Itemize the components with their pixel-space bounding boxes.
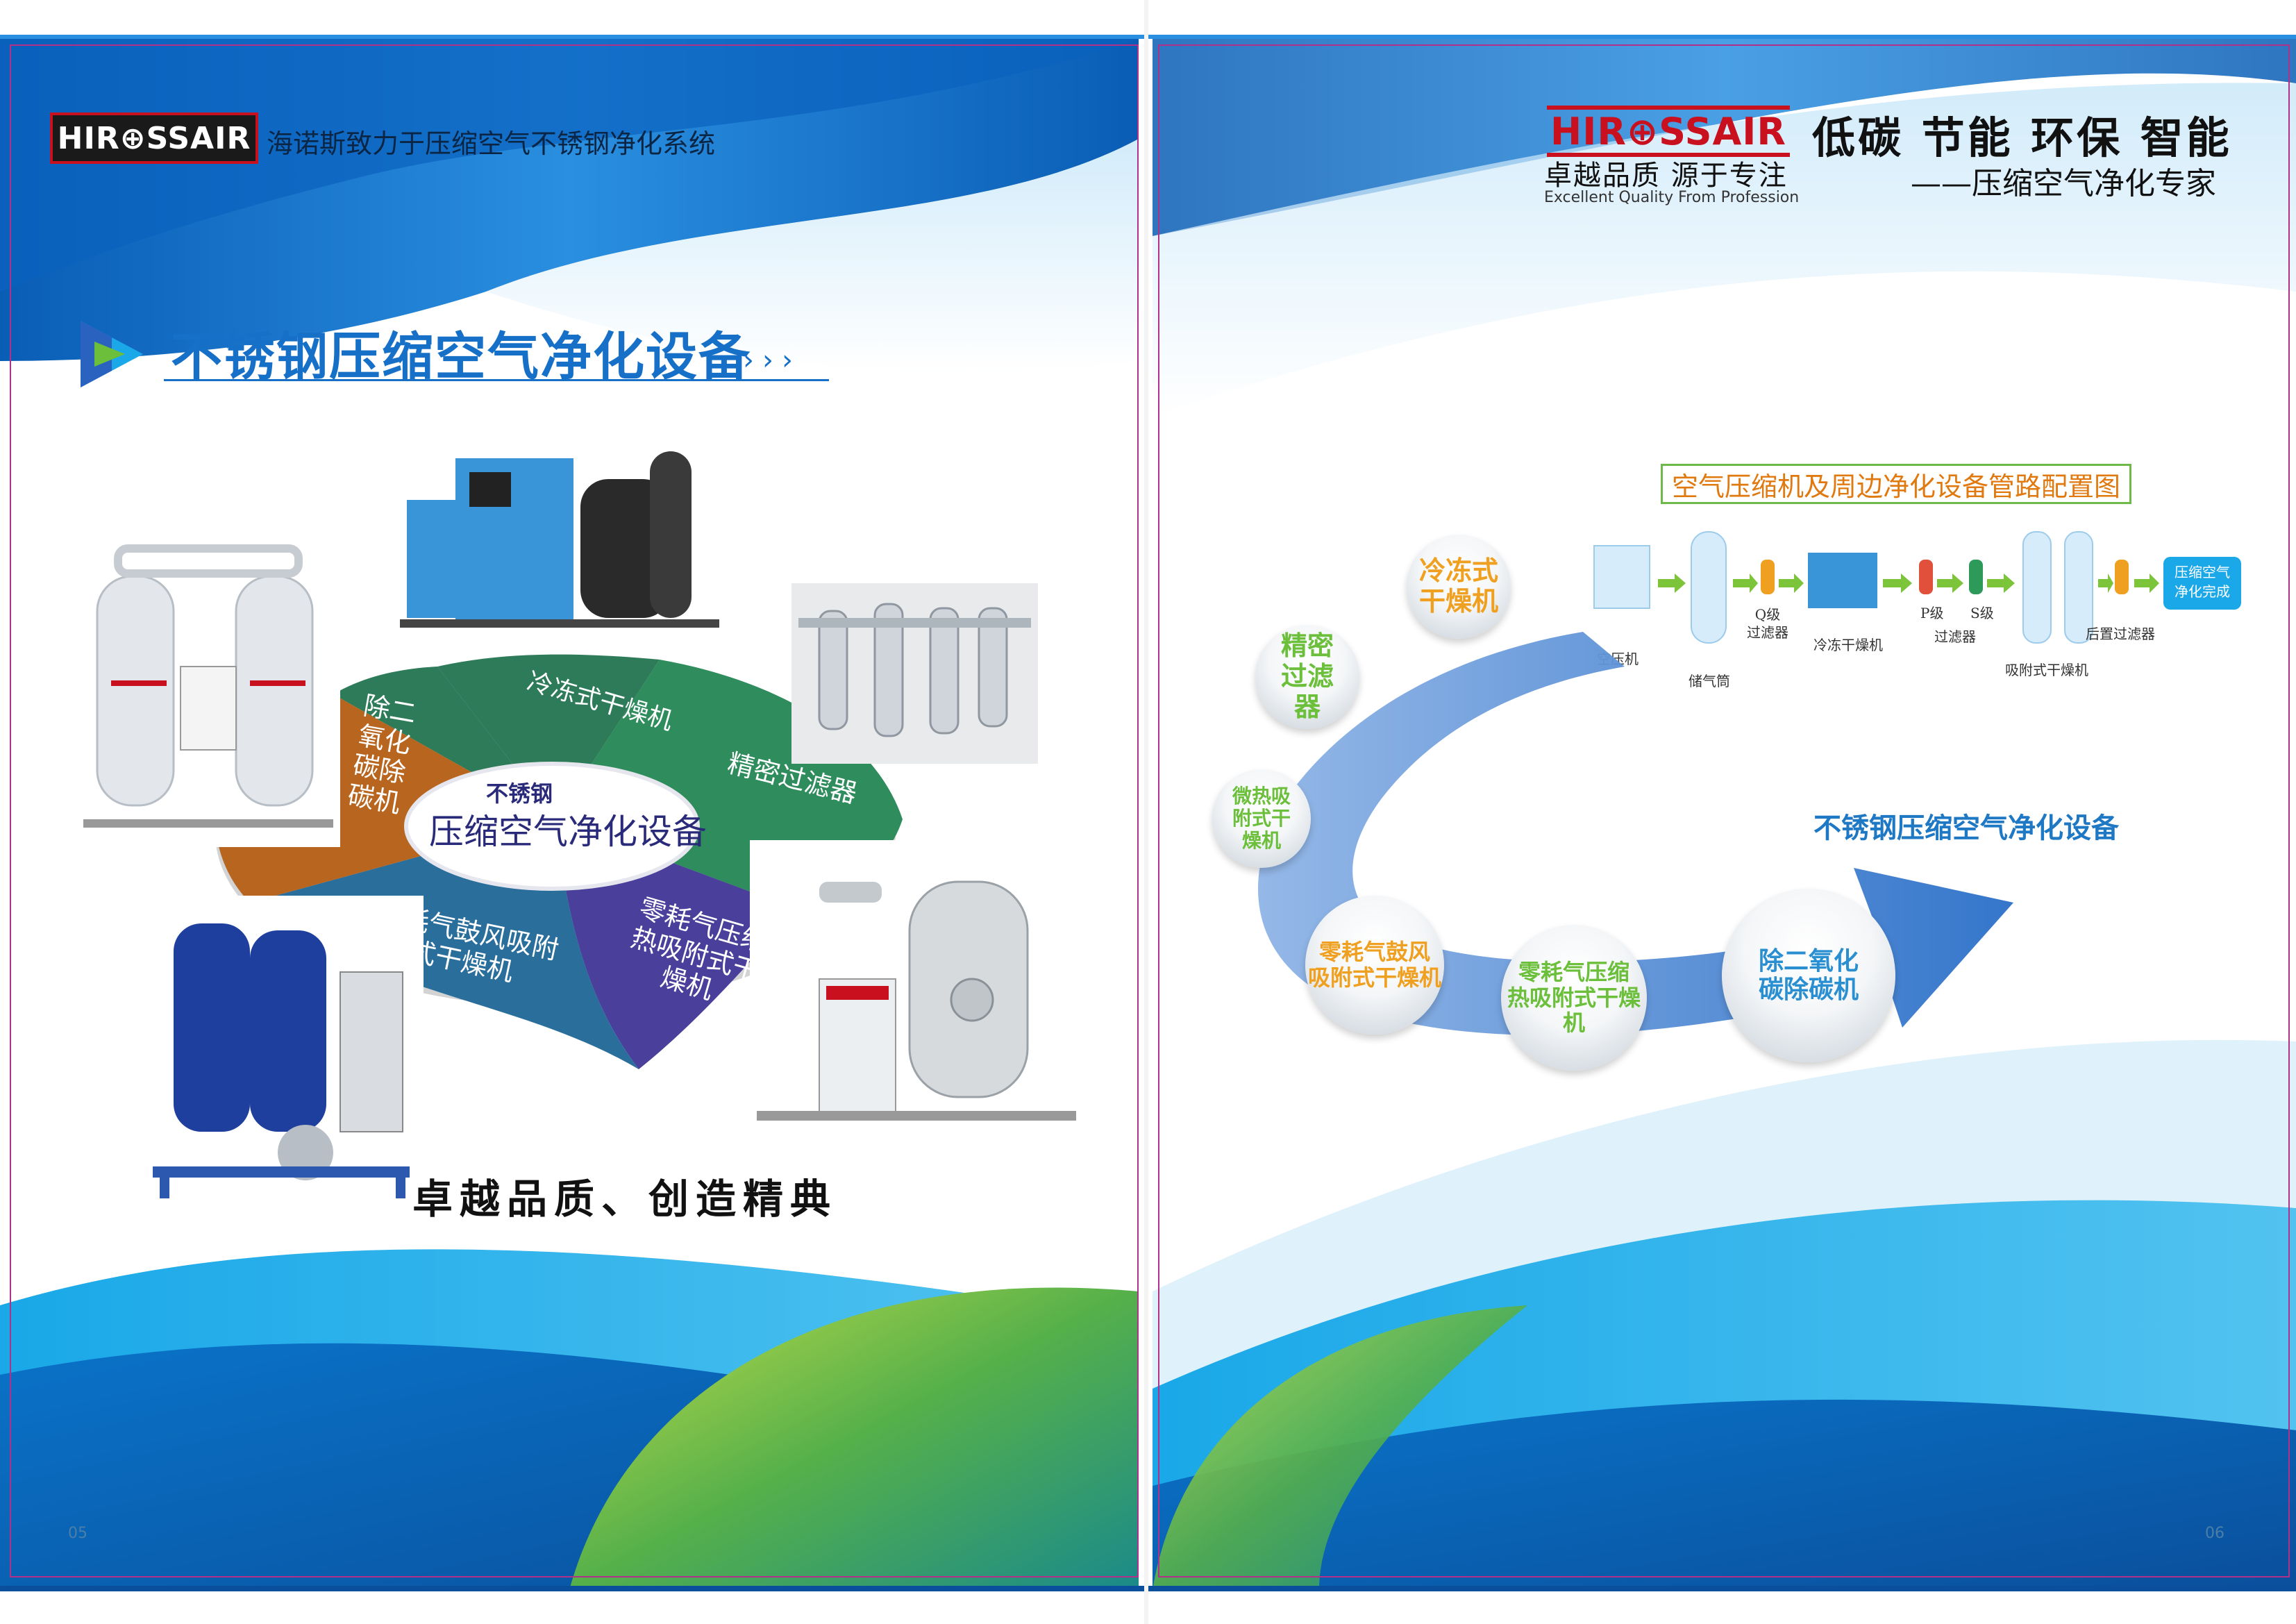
purified-air-box <box>2163 557 2241 610</box>
page-number-left: 05 <box>68 1525 87 1542</box>
brand-slogan: 海诺斯致力于压缩空气不锈钢净化系统 <box>267 128 716 159</box>
brand-values: 低碳 节能 环保 智能 <box>1812 112 2232 163</box>
wheel-segment-refrigerated-dryer <box>437 654 660 819</box>
air-compressor-icon <box>1593 545 1650 609</box>
air-tank-icon <box>1691 531 1727 644</box>
refrigerated-dryer-icon <box>1808 553 1877 608</box>
right-product-title: 不锈钢压缩空气净化设备 <box>1813 812 2119 844</box>
s-filter-icon <box>1969 560 1983 594</box>
bubble-precision-filter: 精密 过滤 器 <box>1255 625 1359 729</box>
play-icon <box>81 321 143 387</box>
pipeline-diagram <box>1593 531 2241 644</box>
tagline: 卓越品质、创造精典 <box>412 1175 838 1223</box>
refrigerated-dryer-image <box>400 437 719 646</box>
after-filter-icon <box>2115 560 2129 594</box>
wheel-center <box>404 762 700 891</box>
adsorption-dryer-icon <box>2022 531 2052 644</box>
step-label-tank: 储气筒 <box>1689 673 1730 689</box>
bubble-micro-heat-dryer: 微热吸 附式干 燥机 <box>1212 769 1311 868</box>
wheel-center-title: 压缩空气净化设备 <box>429 812 707 852</box>
page-number-right: 06 <box>2205 1525 2224 1542</box>
step-label-q-filter: Q级 过滤器 <box>1747 606 1788 641</box>
p-filter-icon <box>1919 560 1933 594</box>
pipeline-diagram-title: 空气压缩机及周边净化设备管路配置图 <box>1661 464 2131 504</box>
precision-filter-image <box>791 583 1038 764</box>
brand-logo-right: HIR⊕SSAIR <box>1547 106 1790 157</box>
brand-slogan-english: Excellent Quality From Profession <box>1544 189 1800 206</box>
chevron-right-icon: ››› <box>743 344 801 376</box>
bubble-blower-dryer: 零耗气鼓风 吸附式干燥机 <box>1305 896 1444 1035</box>
right-page-frame <box>1158 44 2290 1577</box>
left-page-frame <box>10 44 1139 1577</box>
step-label-p: P级 <box>1920 605 1944 621</box>
pipeline-end-label: 压缩空气 净化完成 <box>2175 564 2230 600</box>
twin-tower-dryer-image <box>76 542 340 847</box>
step-label-refrigerated-dryer: 冷冻干燥机 <box>1813 637 1883 653</box>
wheel-center-subtitle: 不锈钢 <box>486 780 553 807</box>
section-title: 不锈钢压缩空气净化设备 <box>171 327 751 387</box>
bubble-co2-remover: 除二氧化 碳除碳机 <box>1722 889 1895 1062</box>
flow-arrow-icon <box>1658 574 1686 593</box>
q-filter-icon <box>1761 560 1775 594</box>
heat-regenerative-dryer-image <box>750 840 1083 1153</box>
step-label-filter: 过滤器 <box>1934 628 1976 645</box>
step-label-s: S级 <box>1970 605 1994 621</box>
brand-expert-tagline: ——压缩空气净化专家 <box>1911 166 2216 201</box>
step-label-adsorption-dryer: 吸附式干燥机 <box>2005 662 2088 678</box>
process-arrow <box>1258 632 2013 1035</box>
step-label-after-filter: 后置过滤器 <box>2086 626 2155 642</box>
section-underline <box>164 379 829 381</box>
bubble-refrigerated-dryer: 冷冻式 干燥机 <box>1407 535 1511 639</box>
brand-logo: HIR⊕SSAIR <box>50 112 258 164</box>
brand-slogan-right: 卓越品质 源于专注 <box>1544 160 1788 192</box>
bubble-compression-heat-dryer: 零耗气压缩 热吸附式干燥机 <box>1501 925 1647 1071</box>
blower-dryer-image <box>146 896 424 1208</box>
